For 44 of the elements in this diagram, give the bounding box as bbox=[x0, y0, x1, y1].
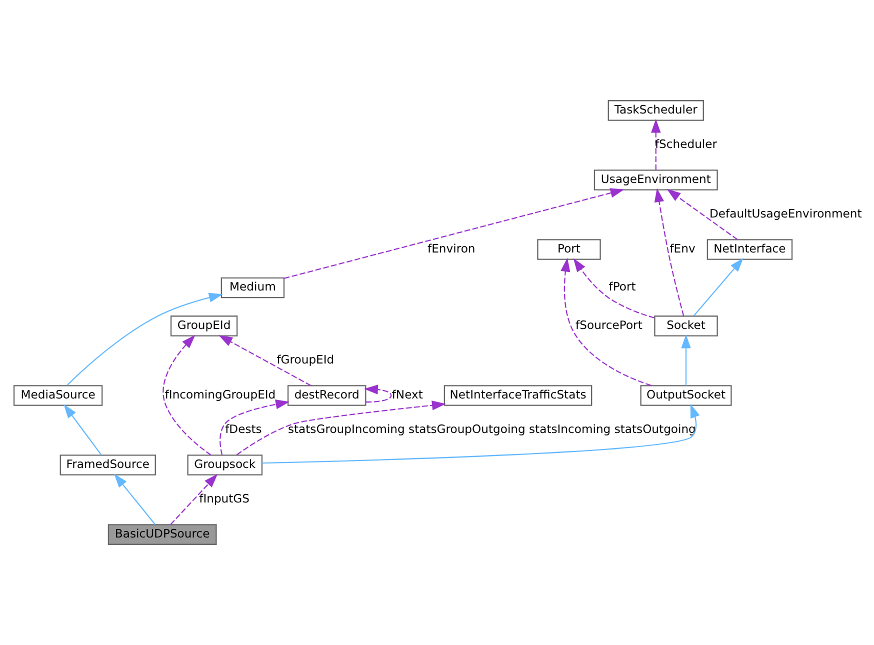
edge-label: statsGroupIncoming statsGroupOutgoing statsIncoming statsOutgoing bbox=[287, 422, 696, 436]
arrow bbox=[572, 258, 654, 318]
arrow bbox=[680, 334, 690, 386]
arrow bbox=[63, 404, 102, 456]
edge-label: fInputGS bbox=[198, 492, 250, 506]
arrow bbox=[650, 118, 660, 170]
node-box: UsageEnvironment bbox=[593, 170, 718, 190]
arrow bbox=[560, 258, 651, 386]
node-box: BasicUDPSource bbox=[107, 524, 216, 545]
edge-label: fIncomingGroupEId bbox=[164, 387, 276, 402]
node-box: GroupEId bbox=[170, 316, 238, 336]
arrow bbox=[283, 188, 624, 279]
edge-label: fDests bbox=[224, 422, 262, 436]
edge-label: DefaultUsageEnvironment bbox=[708, 206, 862, 221]
node-box: OutputSocket bbox=[640, 385, 732, 406]
node-box: Groupsock bbox=[186, 454, 262, 476]
arrow bbox=[262, 404, 700, 464]
arrow bbox=[162, 334, 211, 456]
edge-label: fEnv bbox=[669, 241, 695, 256]
node-box: TaskScheduler bbox=[607, 100, 704, 121]
arrow bbox=[666, 188, 738, 240]
edge-label: fSourcePort bbox=[575, 318, 642, 332]
edge-label: fGroupEId bbox=[276, 352, 334, 367]
node-box: Medium bbox=[220, 277, 284, 298]
arrow bbox=[692, 258, 743, 316]
node-box: MediaSource bbox=[12, 385, 102, 406]
node-box: FramedSource bbox=[59, 454, 156, 476]
edge-label: fEnviron bbox=[427, 241, 475, 256]
node-box: Socket bbox=[654, 316, 718, 336]
node-box: Port bbox=[536, 239, 600, 260]
node-box: NetInterfaceTrafficStats bbox=[443, 385, 592, 406]
edge-label: fScheduler bbox=[654, 137, 717, 152]
edge-label: fNext bbox=[391, 387, 422, 402]
arrow bbox=[654, 188, 684, 316]
arrow bbox=[364, 384, 392, 403]
arrow bbox=[236, 400, 446, 456]
node-box: destRecord bbox=[286, 385, 366, 406]
arrow bbox=[66, 292, 222, 386]
arrow bbox=[219, 400, 290, 456]
edge-label: fPort bbox=[608, 280, 636, 294]
arrow bbox=[114, 474, 156, 525]
arrow bbox=[218, 335, 311, 386]
arrow bbox=[170, 474, 218, 525]
node-box: NetInterface bbox=[706, 239, 792, 260]
